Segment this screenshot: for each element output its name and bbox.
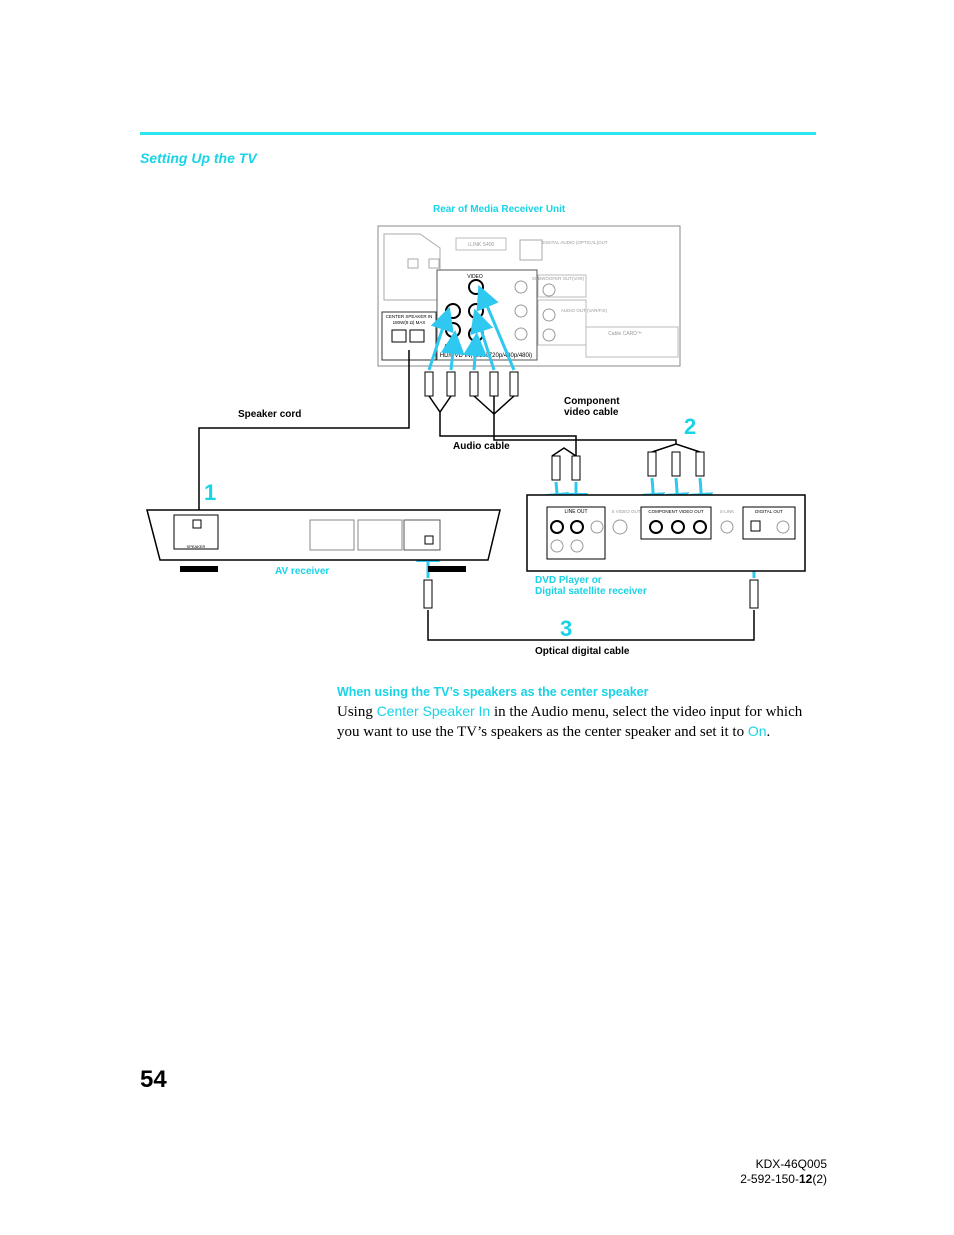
cable-card-label: Cable CARD™ (608, 331, 642, 337)
s-link-label: S-LINK (720, 509, 735, 514)
model-info: KDX-46Q005 2-592-150-12(2) (740, 1157, 827, 1187)
optical-cable-label: Optical digital cable (535, 646, 630, 657)
part-code: 2-592-150-12(2) (740, 1172, 827, 1187)
component-cable-label-1: Component (564, 396, 620, 407)
note-text-3: . (766, 724, 771, 740)
audio-out-label: AUDIO OUT (VAR/FIX) (561, 308, 608, 313)
center-speaker-label: CENTER SPEAKER IN (386, 314, 433, 319)
speaker-cord-label: Speaker cord (238, 409, 302, 420)
dvd-player: LINE OUT COMPONENT VIDEO OUT S VIDEO OUT… (526, 494, 806, 572)
page-number: 54 (140, 1066, 167, 1093)
plug-row-top (424, 371, 519, 397)
step-3-number: 3 (560, 616, 573, 641)
subwoofer-label: SUBWOOFER OUT(VAR) (532, 276, 585, 281)
note-body: Using Center Speaker In in the Audio men… (337, 702, 815, 742)
step-1-number: 1 (204, 480, 217, 505)
note-heading: When using the TV’s speakers as the cent… (337, 685, 649, 699)
audio-cable-label: Audio cable (453, 441, 510, 452)
section-title: Setting Up the TV (140, 150, 257, 166)
component-out-label: COMPONENT VIDEO OUT (648, 509, 703, 514)
ilink-label: i.LINK S400 (468, 242, 495, 248)
speaker-label: SPEAKER (187, 544, 206, 549)
digital-audio-label: DIGITAL AUDIO (OPTICAL)OUT (542, 240, 608, 245)
part-code-suffix: (2) (812, 1172, 827, 1186)
cables (198, 350, 755, 641)
digital-out-label: DIGITAL OUT (755, 509, 783, 514)
dvd-player-label-1: DVD Player or (535, 575, 602, 586)
av-receiver: SPEAKER (146, 509, 501, 572)
plug-row-mid (423, 451, 759, 609)
note-text-1: Using (337, 704, 377, 720)
av-receiver-label: AV receiver (275, 566, 330, 577)
arrows-to-receiver (427, 284, 516, 371)
connection-diagram: CENTER SPEAKER IN 180W(8 Ω) MAX HD/DVD I… (146, 225, 806, 641)
step-2-number: 2 (684, 414, 697, 439)
center-speaker-in-setting: Center Speaker In (376, 703, 491, 719)
note-text-2: in the Audio menu, select the video inpu… (337, 704, 803, 740)
rear-unit-label: Rear of Media Receiver Unit (433, 204, 566, 215)
s-video-out-label: S VIDEO OUT (611, 509, 640, 514)
part-code-bold: 12 (798, 1172, 813, 1186)
on-setting: On (747, 723, 767, 739)
model-number: KDX-46Q005 (755, 1157, 827, 1171)
dvd-player-label-2: Digital satellite receiver (535, 586, 647, 597)
line-out-label: LINE OUT (564, 509, 587, 515)
video-label: VIDEO (467, 274, 483, 280)
part-code-prefix: 2-592-150- (740, 1172, 799, 1186)
media-receiver-rear-panel: CENTER SPEAKER IN 180W(8 Ω) MAX HD/DVD I… (377, 225, 681, 367)
component-cable-label-2: video cable (564, 407, 619, 418)
center-speaker-rating: 180W(8 Ω) MAX (393, 320, 426, 325)
header-rule (140, 132, 816, 135)
